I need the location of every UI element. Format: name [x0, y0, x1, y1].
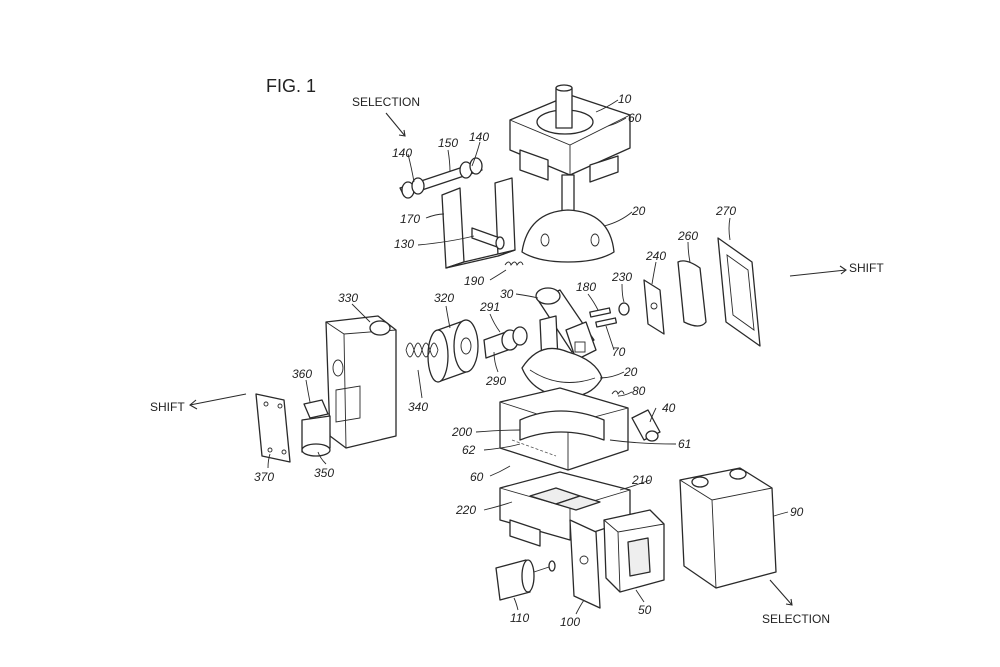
ref-50: 50: [638, 603, 652, 617]
ref-61: 61: [678, 437, 691, 451]
figure-title: FIG. 1: [266, 76, 316, 96]
part-90-outer-cover: [679, 467, 777, 589]
ref-140-right: 140: [469, 130, 489, 144]
ref-170: 170: [400, 212, 420, 226]
ref-360: 360: [292, 367, 312, 381]
part-240-plate: [643, 279, 665, 335]
ref-70: 70: [612, 345, 626, 359]
ref-370: 370: [254, 470, 274, 484]
ref-291: 291: [479, 300, 500, 314]
part-10-top-housing: [509, 84, 631, 183]
ref-80: 80: [632, 384, 646, 398]
ref-330: 330: [338, 291, 358, 305]
ref-10: 10: [618, 92, 632, 106]
part-220-base-plate: [499, 471, 631, 547]
part-20-upper-dome: [521, 174, 615, 263]
part-50-detent-holder: [603, 509, 665, 593]
ref-340: 340: [408, 400, 428, 414]
part-260-pad: [677, 260, 707, 327]
ref-240: 240: [645, 249, 666, 263]
part-40-plunger: [631, 409, 661, 442]
ref-270: 270: [715, 204, 736, 218]
shift-arrow-left: [189, 393, 247, 410]
ref-100: 100: [560, 615, 580, 629]
ref-20-lower: 20: [623, 365, 638, 379]
part-60-middle-housing: [499, 387, 629, 471]
selection-arrow-top: [385, 112, 406, 137]
part-110-knob: [495, 559, 556, 601]
part-370-cover-plate: [255, 393, 291, 463]
part-170-bracket: [441, 177, 516, 269]
part-100-plate: [569, 519, 601, 609]
ref-260: 260: [677, 229, 698, 243]
shift-arrow-right: [789, 265, 847, 277]
selection-arrow-bottom: [769, 579, 793, 606]
ref-150: 150: [438, 136, 458, 150]
part-340-coil-spring: [405, 342, 439, 358]
part-180-pins: [589, 307, 618, 328]
ref-90: 90: [790, 505, 804, 519]
shift-label-right: SHIFT: [849, 261, 884, 275]
ref-220: 220: [455, 503, 476, 517]
part-320-cylinder: [427, 319, 479, 383]
ref-230: 230: [611, 270, 632, 284]
ref-350: 350: [314, 466, 334, 480]
part-350-roller: [301, 415, 331, 457]
part-270-shift-frame: [717, 237, 761, 347]
ref-200: 200: [451, 425, 472, 439]
part-80-spring: [611, 390, 625, 396]
part-330-side-housing: [325, 315, 397, 449]
reference-numerals: 10 60 140 150 140 170 130 190 20 270 260…: [254, 92, 804, 629]
ref-40: 40: [662, 401, 676, 415]
ref-60-top: 60: [628, 111, 642, 125]
part-230-washer: [618, 302, 630, 316]
ref-320: 320: [434, 291, 454, 305]
part-190-small-spring: [504, 261, 524, 267]
part-290-plunger: [483, 326, 528, 359]
ref-190: 190: [464, 274, 484, 288]
ref-210: 210: [631, 473, 652, 487]
ref-130: 130: [394, 237, 414, 251]
part-150-selection-shaft: [399, 157, 483, 199]
selection-label-top: SELECTION: [352, 95, 420, 109]
leader-lines: [267, 99, 789, 615]
ref-110: 110: [510, 611, 529, 625]
ref-60-middle: 60: [470, 470, 484, 484]
part-360-cap: [303, 399, 329, 419]
ref-290: 290: [485, 374, 506, 388]
selection-label-bottom: SELECTION: [762, 612, 830, 626]
ref-180: 180: [576, 280, 596, 294]
ref-30: 30: [500, 287, 514, 301]
ref-62: 62: [462, 443, 476, 457]
shift-label-left: SHIFT: [150, 400, 185, 414]
ref-20-upper: 20: [631, 204, 646, 218]
ref-140-left: 140: [392, 146, 412, 160]
